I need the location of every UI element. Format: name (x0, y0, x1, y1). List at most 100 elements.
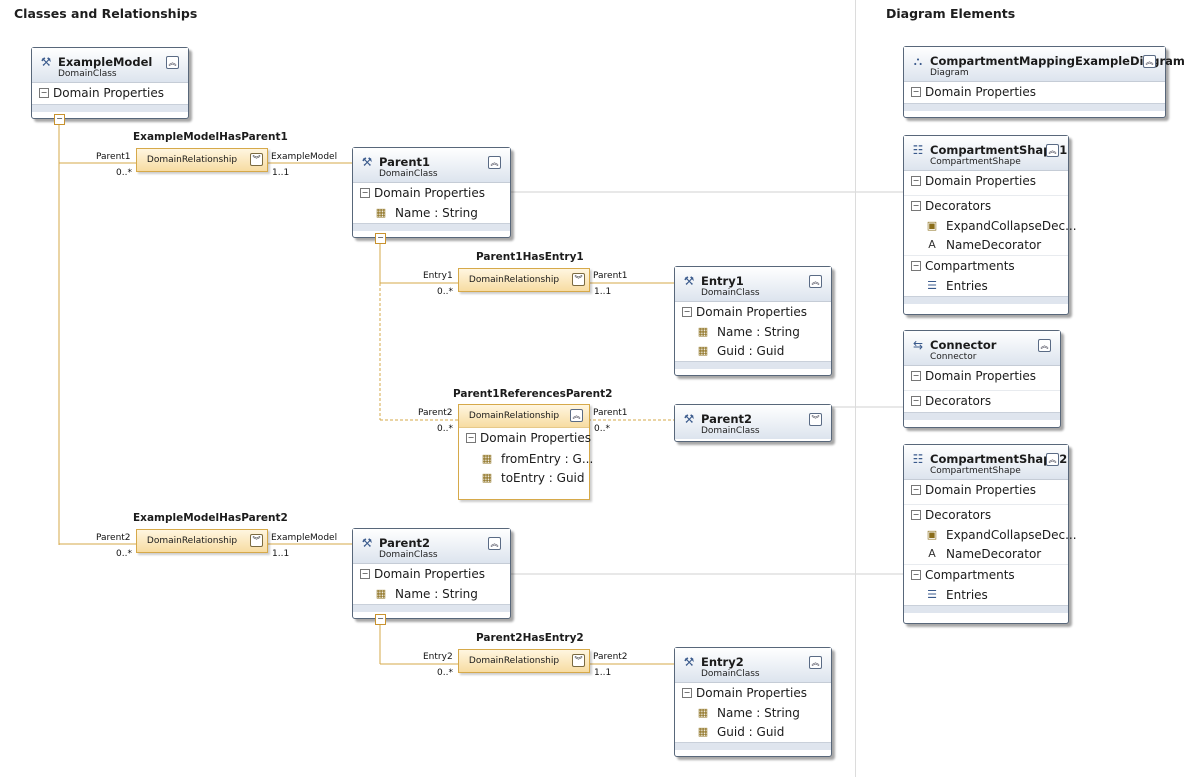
domain-class-icon: ⚒ (361, 155, 373, 169)
class-parent1[interactable]: ⚒ Parent1 DomainClass ︽ − Domain Propert… (352, 147, 511, 238)
collapse-section-icon[interactable]: − (682, 307, 692, 317)
collapse-section-icon[interactable]: − (911, 261, 921, 271)
collapse-toggle-icon[interactable]: ︽ (1038, 339, 1051, 352)
relationship-name: Parent2HasEntry2 (476, 632, 584, 644)
multiplicity-label: 0..* (116, 168, 132, 178)
diagram-element-diagram[interactable]: ⛬ CompartmentMappingExampleDiagram Diagr… (903, 46, 1185, 118)
class-entry1[interactable]: ⚒ Entry1 DomainClass ︽ − Domain Properti… (674, 266, 832, 376)
diagram-element-compartment-shape1[interactable]: ☷ CompartmentShape1 CompartmentShape ︽ −… (903, 135, 1077, 315)
source-role-label: Parent2 (418, 408, 453, 418)
compartments-section[interactable]: − Compartments (904, 565, 1068, 586)
compartment-icon: ☰ (927, 588, 937, 601)
compartment-item[interactable]: ☰ Entries (904, 586, 1068, 605)
expand-toggle-icon[interactable]: ︾ (809, 413, 822, 426)
expand-toggle-icon[interactable]: ︾ (250, 153, 263, 166)
decorators-section[interactable]: − Decorators (904, 391, 1060, 412)
property-item[interactable]: ▦ Name : String (675, 704, 831, 723)
class-title: Parent1 (379, 155, 431, 169)
collapse-section-icon[interactable]: − (466, 433, 476, 443)
collapse-toggle-icon[interactable]: ︽ (570, 409, 583, 422)
domain-class-icon: ⚒ (683, 412, 695, 426)
target-role-label: ExampleModel (271, 533, 338, 543)
expand-collapse-tree-icon[interactable]: − (375, 233, 386, 244)
domain-properties-section[interactable]: − Domain Properties (904, 82, 1165, 103)
relationship-parent1-has-entry1[interactable]: DomainRelationship ︾ (458, 268, 590, 292)
collapse-section-icon[interactable]: − (360, 188, 370, 198)
property-item[interactable]: ▦ Guid : Guid (675, 342, 831, 361)
source-role-label: Parent1 (96, 152, 131, 162)
collapse-section-icon[interactable]: − (911, 176, 921, 186)
section-label: Domain Properties (696, 305, 808, 319)
domain-properties-section[interactable]: − Domain Properties (904, 366, 1060, 391)
property-item[interactable]: ▦ Name : String (353, 585, 510, 604)
collapse-toggle-icon[interactable]: ︽ (166, 56, 179, 69)
expand-toggle-icon[interactable]: ︾ (572, 654, 585, 667)
collapse-toggle-icon[interactable]: ︽ (1143, 55, 1156, 68)
property-item[interactable]: ▦ Guid : Guid (675, 723, 831, 742)
domain-properties-section[interactable]: − Domain Properties (32, 83, 188, 104)
element-title: CompartmentMappingExampleDiagram (930, 54, 1185, 68)
class-entry2[interactable]: ⚒ Entry2 DomainClass ︽ − Domain Properti… (674, 647, 832, 757)
class-parent2[interactable]: ⚒ Parent2 DomainClass ︽ − Domain Propert… (352, 528, 511, 619)
collapse-toggle-icon[interactable]: ︽ (1046, 144, 1059, 157)
domain-properties-section[interactable]: − Domain Properties (675, 302, 831, 323)
collapse-section-icon[interactable]: − (911, 485, 921, 495)
section-label: Domain Properties (480, 431, 592, 445)
decorator-item[interactable]: A NameDecorator (904, 545, 1068, 565)
decorators-section[interactable]: − Decorators (904, 196, 1068, 217)
expand-toggle-icon[interactable]: ︾ (250, 534, 263, 547)
property-item[interactable]: ▦ fromEntry : G... (459, 450, 593, 469)
domain-properties-section[interactable]: − Domain Properties (904, 171, 1068, 196)
collapse-section-icon[interactable]: − (360, 569, 370, 579)
section-label: Domain Properties (374, 567, 486, 581)
decorator-label: ExpandCollapseDec... (946, 219, 1077, 233)
relationship-example-model-has-parent1[interactable]: DomainRelationship ︾ (136, 148, 268, 172)
relationship-name: ExampleModelHasParent2 (133, 512, 288, 524)
collapse-section-icon[interactable]: − (911, 510, 921, 520)
property-item[interactable]: ▦ Name : String (353, 204, 510, 223)
collapse-section-icon[interactable]: − (911, 396, 921, 406)
property-label: toEntry : Guid (501, 471, 585, 485)
compartment-item[interactable]: ☰ Entries (904, 277, 1068, 296)
multiplicity-label: 1..1 (594, 668, 612, 678)
domain-properties-section[interactable]: − Domain Properties (459, 428, 592, 450)
collapse-section-icon[interactable]: − (911, 371, 921, 381)
domain-properties-section[interactable]: − Domain Properties (904, 480, 1068, 505)
diagram-element-compartment-shape2[interactable]: ☷ CompartmentShape2 CompartmentShape ︽ −… (903, 444, 1077, 624)
class-example-model[interactable]: ⚒ ExampleModel DomainClass ︽ − Domain Pr… (31, 47, 189, 119)
collapse-toggle-icon[interactable]: ︽ (1046, 453, 1059, 466)
domain-properties-section[interactable]: − Domain Properties (353, 183, 510, 204)
compartment-shape-icon: ☷ (912, 452, 924, 466)
domain-properties-section[interactable]: − Domain Properties (353, 564, 510, 585)
expand-toggle-icon[interactable]: ︾ (572, 273, 585, 286)
compartment-icon: ☰ (927, 279, 937, 292)
decorator-item[interactable]: ▣ ExpandCollapseDec... (904, 526, 1077, 545)
class-type: DomainClass (701, 426, 760, 436)
compartments-section[interactable]: − Compartments (904, 256, 1068, 277)
expand-collapse-tree-icon[interactable]: − (54, 114, 65, 125)
property-item[interactable]: ▦ Name : String (675, 323, 831, 342)
expand-collapse-tree-icon[interactable]: − (375, 614, 386, 625)
collapse-section-icon[interactable]: − (911, 87, 921, 97)
class-parent2-reference[interactable]: ⚒ Parent2 DomainClass ︾ (674, 404, 832, 442)
relationship-name: Parent1HasEntry1 (476, 251, 584, 263)
decorators-section[interactable]: − Decorators (904, 505, 1068, 526)
element-type: CompartmentShape (930, 466, 1021, 476)
multiplicity-label: 0..* (437, 424, 453, 434)
diagram-element-connector[interactable]: ⇆ Connector Connector ︽ − Domain Propert… (903, 330, 1061, 428)
collapse-section-icon[interactable]: − (911, 570, 921, 580)
collapse-toggle-icon[interactable]: ︽ (809, 275, 822, 288)
collapse-section-icon[interactable]: − (682, 688, 692, 698)
relationship-example-model-has-parent2[interactable]: DomainRelationship ︾ (136, 529, 268, 553)
decorator-item[interactable]: ▣ ExpandCollapseDec... (904, 217, 1077, 236)
collapse-toggle-icon[interactable]: ︽ (488, 537, 501, 550)
relationship-parent2-has-entry2[interactable]: DomainRelationship ︾ (458, 649, 590, 673)
property-item[interactable]: ▦ toEntry : Guid (459, 469, 589, 488)
collapse-toggle-icon[interactable]: ︽ (809, 656, 822, 669)
collapse-toggle-icon[interactable]: ︽ (488, 156, 501, 169)
decorator-item[interactable]: A NameDecorator (904, 236, 1068, 256)
collapse-section-icon[interactable]: − (911, 201, 921, 211)
domain-properties-section[interactable]: − Domain Properties (675, 683, 831, 704)
collapse-section-icon[interactable]: − (39, 88, 49, 98)
relationship-parent1-references-parent2[interactable]: DomainRelationship ︽ − Domain Properties… (458, 404, 593, 500)
